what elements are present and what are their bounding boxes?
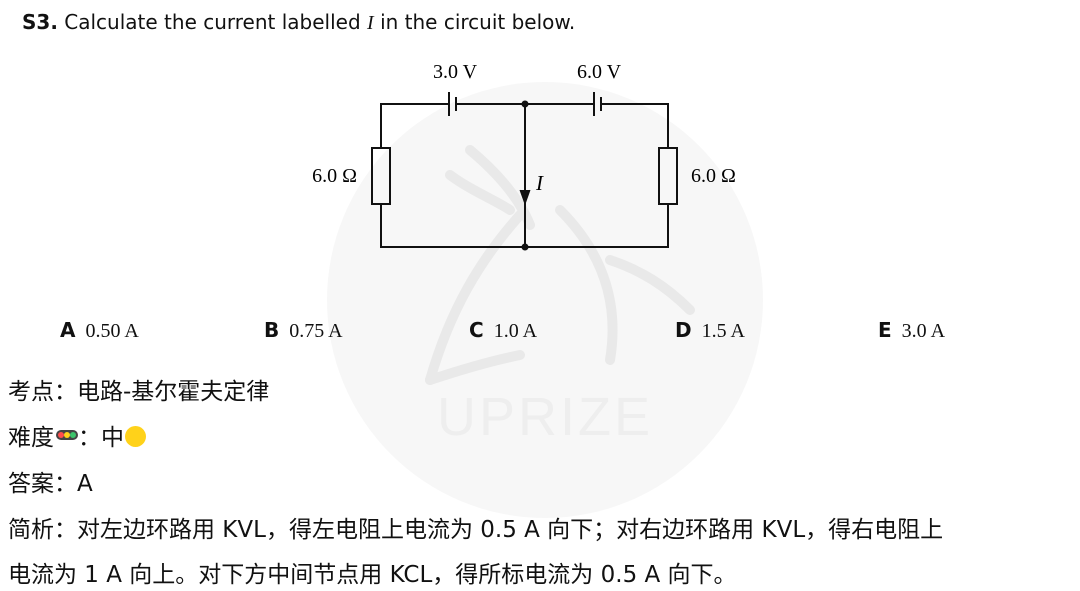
question-text-after: in the circuit below. [380, 10, 576, 34]
topic-label: 考点： [8, 379, 77, 405]
option-c: C 1.0 A [469, 318, 537, 343]
option-b: B 0.75 A [264, 318, 343, 343]
option-letter: B [264, 318, 280, 342]
traffic-light-icon [56, 430, 78, 440]
option-value: 1.0 A [493, 320, 538, 342]
junction-top [521, 100, 529, 108]
option-letter: E [878, 318, 892, 342]
answer-value: A [77, 471, 93, 497]
resistor-left-label: 6.0 Ω [312, 165, 357, 187]
topic-value: 电路-基尔霍夫定律 [77, 379, 270, 405]
difficulty-line: 难度 ：中 [8, 418, 146, 452]
question-text-before: Calculate the current labelled [64, 10, 361, 34]
battery-right-label: 6.0 V [577, 61, 622, 83]
watermark-text: UPRIZE [437, 387, 654, 447]
topic-line: 考点：电路-基尔霍夫定律 [8, 372, 269, 406]
wire-top-left [380, 103, 449, 148]
resistor-left [371, 147, 391, 205]
difficulty-separator: ： [78, 425, 101, 451]
question-number: S3. [22, 10, 58, 34]
option-value: 3.0 A [901, 320, 946, 342]
option-a: A 0.50 A [60, 318, 139, 343]
option-value: 0.50 A [85, 320, 139, 342]
option-letter: D [675, 318, 692, 342]
option-value: 0.75 A [289, 320, 343, 342]
question-line: S3. Calculate the current labelled I in … [22, 10, 575, 35]
junction-bottom [521, 243, 529, 251]
circuit-diagram: 3.0 V 6.0 V 6.0 Ω 6.0 Ω I [312, 61, 736, 251]
answer-line: 答案：A [8, 464, 93, 498]
option-value: 1.5 A [701, 320, 745, 342]
question-variable: I [367, 12, 374, 34]
current-arrow-icon [519, 189, 531, 206]
resistor-right-label: 6.0 Ω [691, 165, 736, 187]
answer-label: 答案： [8, 471, 77, 497]
current-label: I [535, 171, 544, 195]
option-d: D 1.5 A [675, 318, 745, 343]
analysis-line-1: 简析：对左边环路用 KVL，得左电阻上电流为 0.5 A 向下；对右边环路用 K… [8, 517, 944, 543]
resistor-right [658, 147, 678, 205]
battery-left-label: 3.0 V [433, 61, 478, 83]
analysis-line-2: 电流为 1 A 向上。对下方中间节点用 KCL，得所标电流为 0.5 A 向下。 [8, 562, 737, 588]
difficulty-value: 中 [101, 425, 124, 451]
yellow-circle-icon [125, 426, 146, 447]
option-letter: A [60, 318, 76, 342]
wire-top-right [601, 103, 669, 148]
option-letter: C [469, 318, 484, 342]
difficulty-label: 难度 [8, 425, 54, 451]
option-e: E 3.0 A [878, 318, 945, 343]
